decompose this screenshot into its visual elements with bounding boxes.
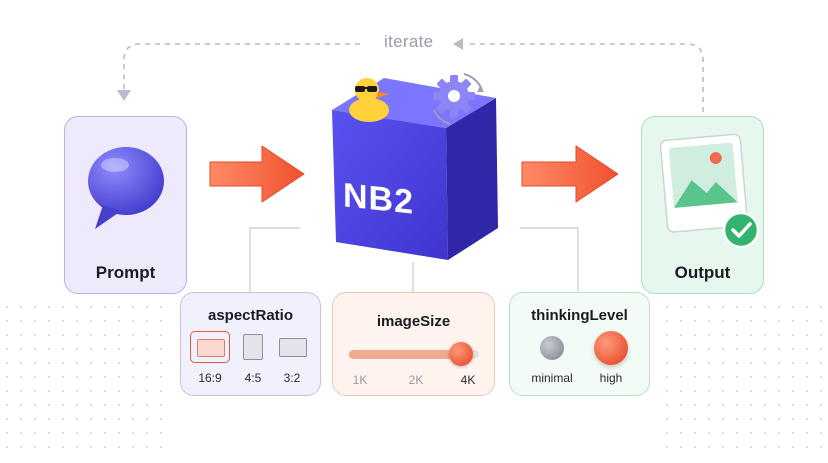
image-size-slider-track[interactable] [349, 350, 479, 359]
image-icon [659, 133, 749, 233]
duck-icon [349, 78, 389, 122]
dot-pattern-left [0, 300, 170, 460]
aspect-shape-4-5[interactable] [243, 334, 263, 360]
connector-aspect [249, 227, 300, 292]
prompt-label: Prompt [95, 263, 156, 282]
output-label: Output [674, 263, 731, 282]
image-size-slider-thumb[interactable] [449, 342, 473, 366]
image-size-slider-fill [349, 350, 461, 359]
aspect-shape-3-2[interactable] [279, 338, 307, 357]
check-badge-icon [722, 211, 760, 249]
image-size-label-2k: 2K [408, 373, 424, 387]
image-size-label-1k: 1K [352, 373, 368, 387]
thinking-level-panel: thinkingLevel minimal high [509, 292, 650, 396]
aspect-label-16-9: 16:9 [198, 371, 222, 385]
aspect-option-16-9[interactable] [190, 331, 230, 363]
center-label: NB2 [343, 176, 415, 222]
arrow-right-icon-right [521, 145, 619, 203]
chat-bubble-icon [88, 147, 164, 229]
iterate-arrowhead-right [453, 38, 463, 50]
thinking-label-high: high [599, 371, 623, 385]
aspect-label-3-2: 3:2 [283, 371, 301, 385]
thinking-level-title: thinkingLevel [531, 307, 628, 324]
dot-pattern-right [660, 300, 828, 460]
aspect-shape-16-9 [197, 339, 225, 357]
thinking-option-minimal[interactable] [540, 336, 564, 360]
aspect-ratio-panel: aspectRatio 16:9 4:5 3:2 [180, 292, 321, 396]
prompt-card[interactable]: Prompt [64, 116, 187, 294]
gear-icon [433, 73, 484, 125]
aspect-ratio-title: aspectRatio [207, 307, 294, 324]
image-size-title: imageSize [376, 313, 451, 330]
arrow-right-icon-left [209, 145, 305, 203]
thinking-label-minimal: minimal [531, 371, 573, 385]
iterate-arrowhead-down [117, 90, 131, 101]
connector-thinking [520, 227, 579, 292]
iterate-loop-line [123, 43, 704, 112]
output-card[interactable]: Output [641, 116, 764, 294]
image-size-panel: imageSize 1K 2K 4K [332, 292, 495, 396]
image-size-label-4k: 4K [460, 373, 476, 387]
thinking-option-high[interactable] [594, 331, 628, 365]
iterate-label: iterate [384, 32, 434, 51]
aspect-label-4-5: 4:5 [244, 371, 262, 385]
